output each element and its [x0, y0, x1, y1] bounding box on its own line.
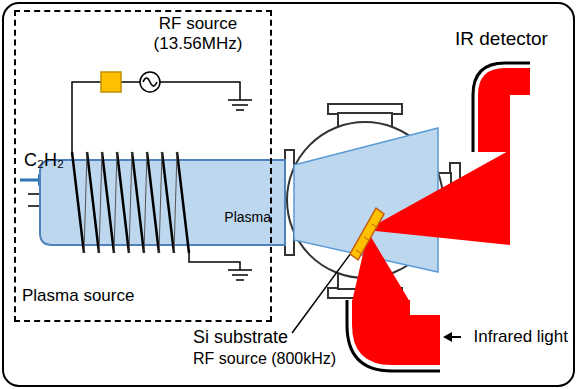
- light-arrow-head: [443, 332, 452, 342]
- wire: [189, 253, 240, 270]
- sine-symbol: [143, 78, 157, 86]
- ir-source: [352, 300, 440, 365]
- bias-source-label: RF source (800kHz): [193, 350, 336, 368]
- detector-label: IR detector: [455, 28, 548, 50]
- region-label: Plasma source: [22, 286, 134, 306]
- ac-source-symbol: [140, 72, 160, 92]
- ir-beam-out: [366, 150, 510, 245]
- si-substrate: [350, 208, 384, 260]
- matching-box: [101, 72, 121, 92]
- substrate-label: Si substrate: [193, 327, 288, 348]
- light-source-label: Infrared light: [474, 327, 569, 347]
- node-label: Plasma: [224, 209, 271, 225]
- substrate-hatch: [356, 224, 378, 254]
- outer-frame: [3, 3, 574, 386]
- rf-source-label: RF source (13.56MHz): [142, 14, 254, 53]
- leader-line: [292, 255, 350, 333]
- ir-detector: [478, 68, 530, 152]
- ground-symbol: [228, 270, 252, 280]
- gas-inlet-pipe: [28, 194, 40, 206]
- gas-arrow: [20, 179, 40, 182]
- rf-coil: [72, 152, 189, 253]
- wire: [160, 82, 240, 100]
- gas-label: C₂H₂: [24, 150, 64, 171]
- rf-coil-back: [84, 152, 177, 253]
- wire: [121, 81, 140, 83]
- wire: [72, 82, 101, 152]
- plasma-tube-label-box: Plasma: [40, 160, 285, 245]
- detector-housing: [473, 63, 530, 152]
- ground-symbol: [228, 100, 252, 110]
- source-housing: [347, 300, 440, 371]
